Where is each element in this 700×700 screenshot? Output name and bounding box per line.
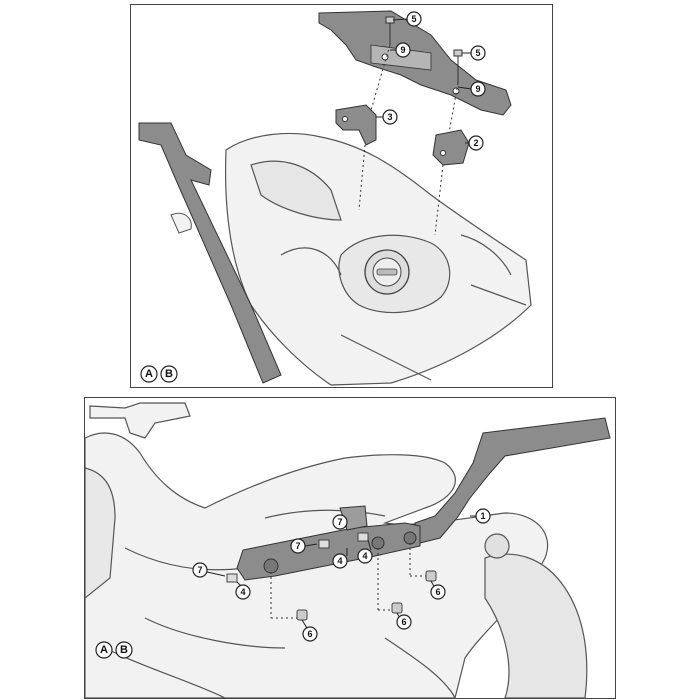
svg-text:9: 9 <box>475 84 480 94</box>
callout-7-lower: 7 <box>192 562 226 578</box>
grab-rail <box>138 122 282 384</box>
svg-text:4: 4 <box>337 556 342 566</box>
variant-b-marker: B <box>160 365 178 383</box>
svg-text:3: 3 <box>387 112 392 122</box>
callout-3: 3 <box>376 109 398 125</box>
side-plate <box>236 522 421 581</box>
callout-6-right: 6 <box>430 580 446 600</box>
bracket-2 <box>432 129 470 166</box>
svg-text:B: B <box>120 644 128 656</box>
spacer-icon <box>226 532 369 583</box>
svg-text:6: 6 <box>401 617 406 627</box>
top-assembly-drawing: 5 9 5 9 3 2 A B <box>138 10 532 386</box>
svg-text:7: 7 <box>295 541 300 551</box>
bottom-assembly-drawing: 1 7 7 4 4 7 4 6 <box>85 402 611 698</box>
svg-text:6: 6 <box>307 629 312 639</box>
callout-9-left: 9 <box>390 42 411 58</box>
callout-4-lower: 4 <box>235 581 251 600</box>
svg-text:6: 6 <box>435 587 440 597</box>
bottom-assembly-panel: 1 7 7 4 4 7 4 6 <box>84 397 616 699</box>
callout-4-upper: 4 <box>332 548 348 569</box>
rack-arm-part-1 <box>414 417 611 544</box>
variant-b-marker: B <box>115 641 133 659</box>
callout-4-right: 4 <box>357 539 373 564</box>
callout-1: 1 <box>470 508 491 524</box>
svg-text:9: 9 <box>400 45 405 55</box>
fuel-cap-icon <box>364 249 410 295</box>
bracket-3 <box>335 104 377 146</box>
callout-5-right: 5 <box>462 45 486 61</box>
assembly-guide-lines <box>270 543 426 619</box>
svg-text:5: 5 <box>475 48 480 58</box>
svg-text:2: 2 <box>473 138 478 148</box>
svg-text:A: A <box>145 368 153 380</box>
svg-text:4: 4 <box>362 551 367 561</box>
top-assembly-panel: 5 9 5 9 3 2 A B <box>130 4 553 388</box>
callout-5-left: 5 <box>392 11 422 27</box>
callout-6-middle: 6 <box>396 612 412 630</box>
svg-text:4: 4 <box>240 587 245 597</box>
svg-text:1: 1 <box>480 511 485 521</box>
callout-2: 2 <box>465 135 484 151</box>
svg-text:7: 7 <box>337 517 342 527</box>
variant-a-marker: A <box>95 641 113 659</box>
callout-7-upper: 7 <box>332 514 348 530</box>
svg-text:7: 7 <box>197 565 202 575</box>
svg-text:A: A <box>100 644 108 656</box>
svg-text:5: 5 <box>411 14 416 24</box>
callout-6-left: 6 <box>301 619 318 642</box>
svg-text:B: B <box>165 368 173 380</box>
variant-a-marker: A <box>140 365 158 383</box>
mirror-outline <box>89 402 191 439</box>
callout-7-middle: 7 <box>290 538 318 554</box>
callout-9-right: 9 <box>457 81 486 97</box>
assembly-guide-lines <box>358 44 459 236</box>
